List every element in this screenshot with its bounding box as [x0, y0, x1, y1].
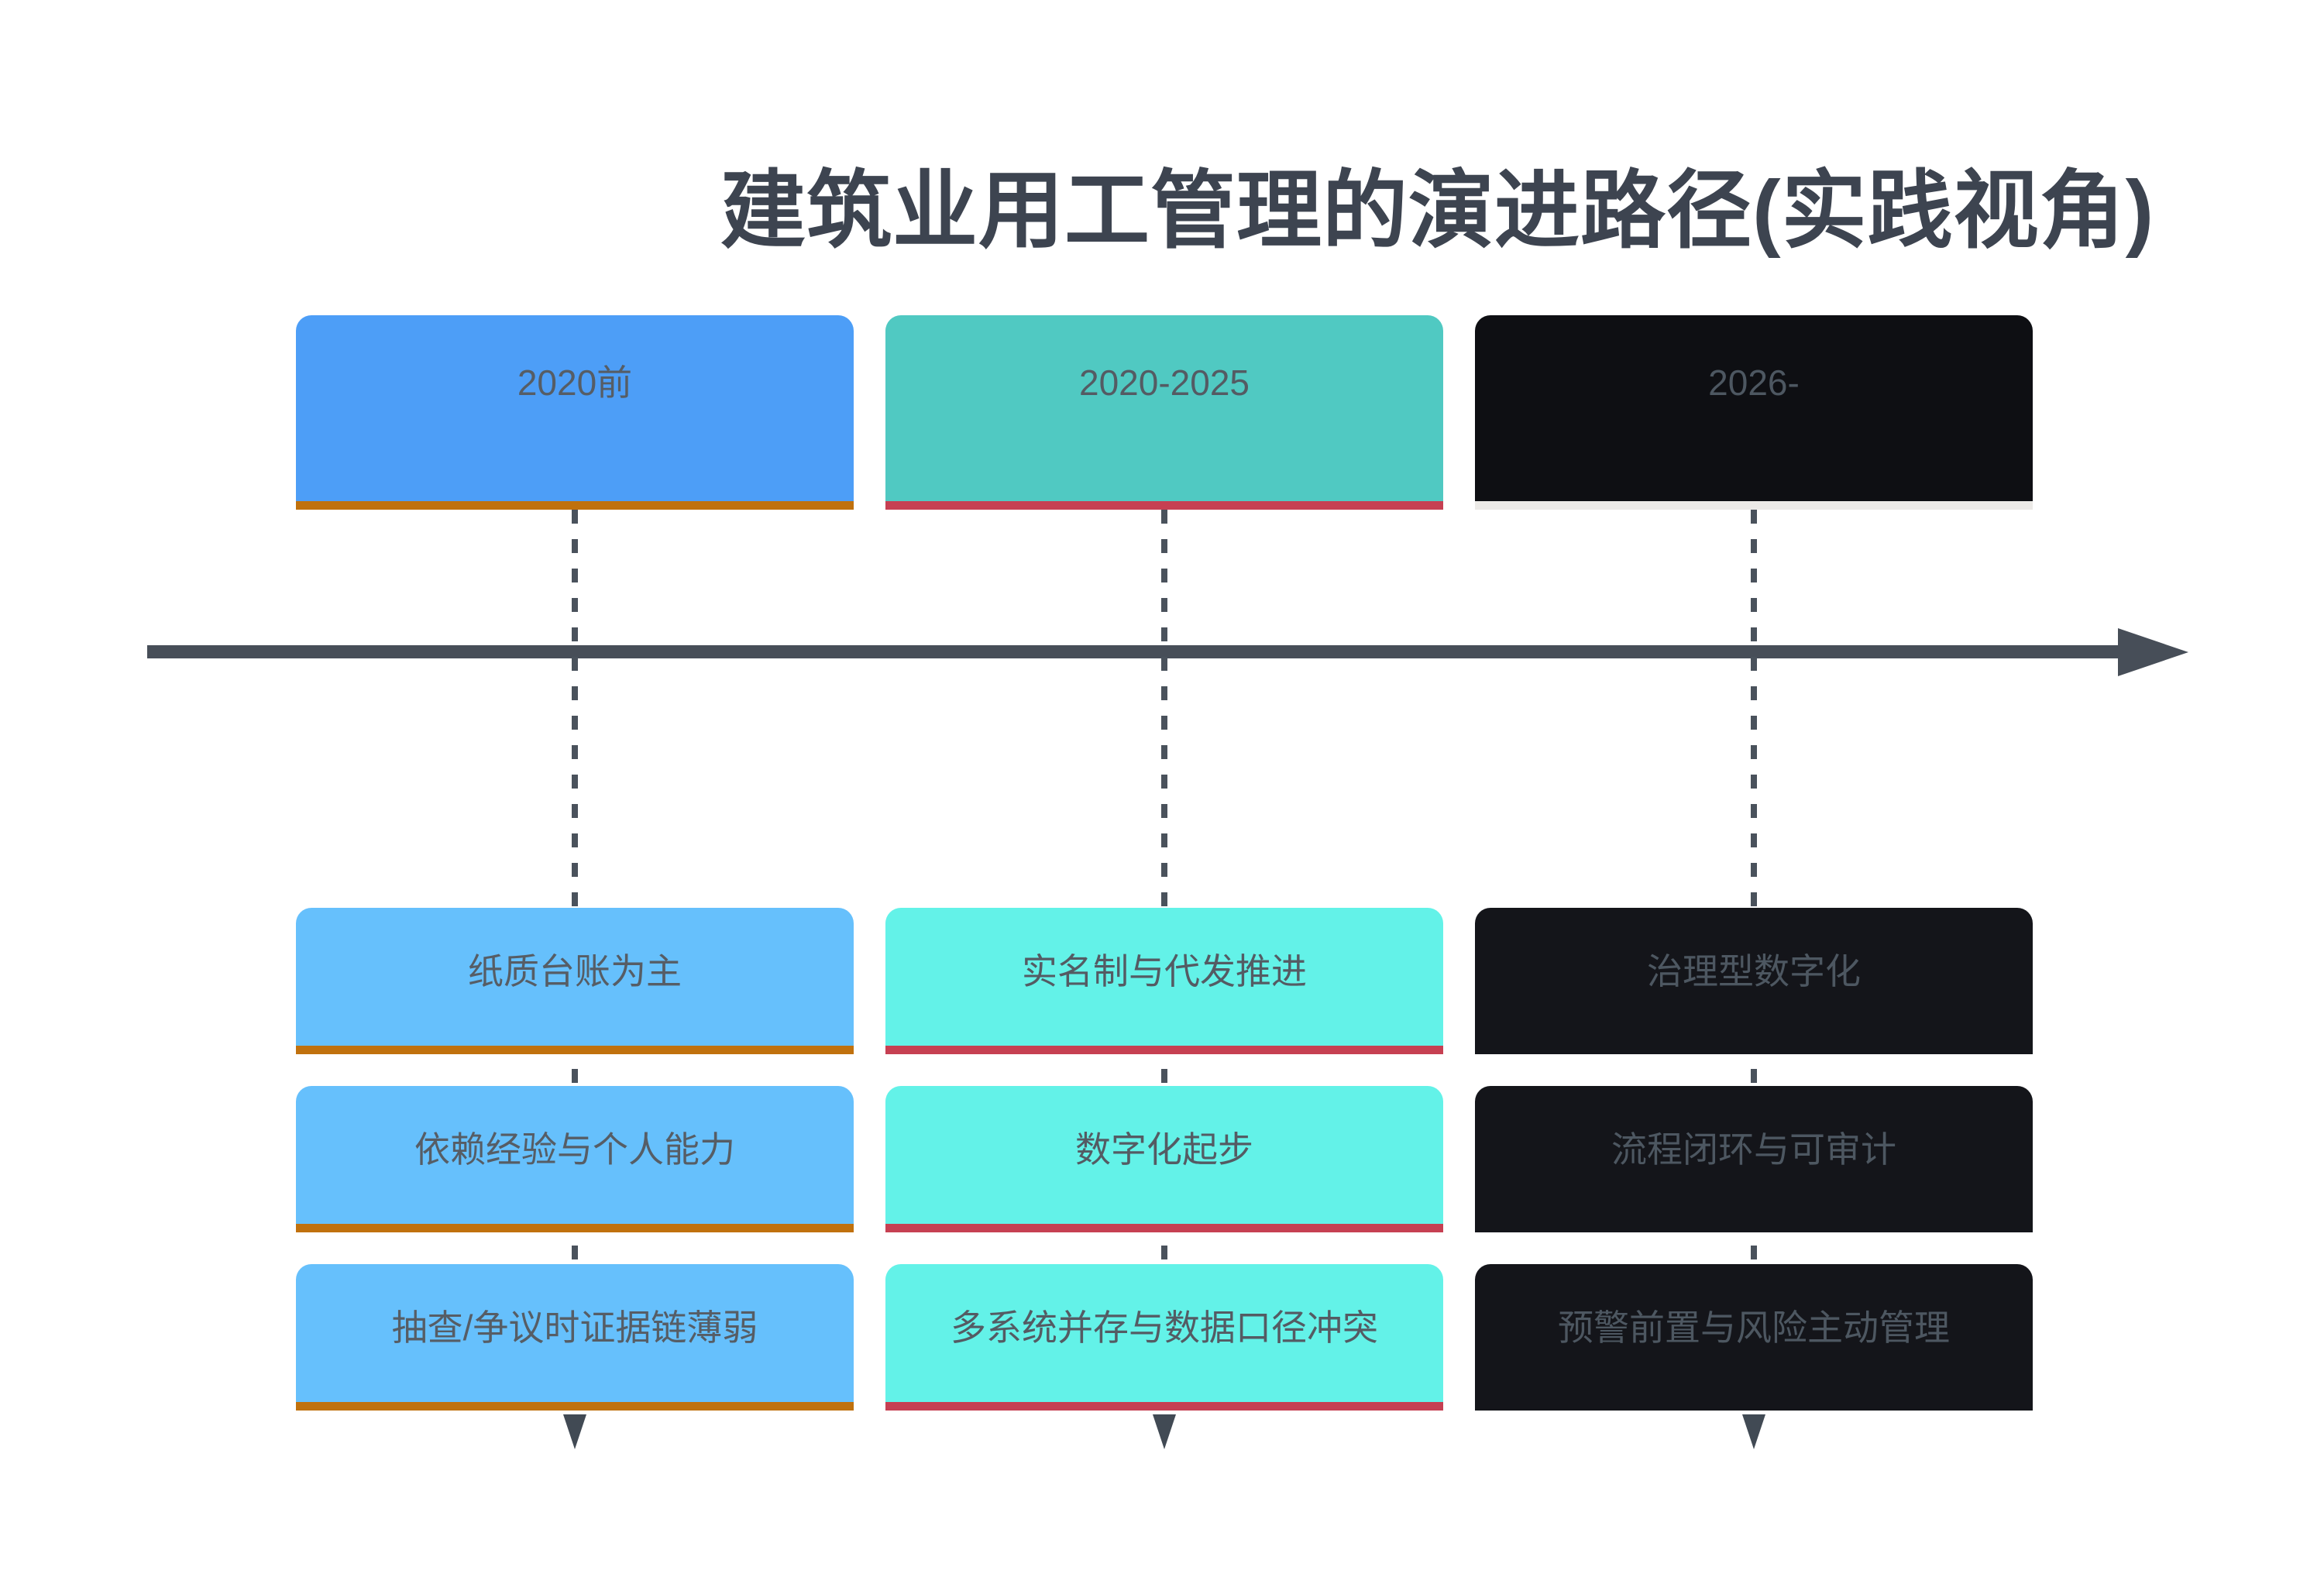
- period-label: 2020-2025: [1079, 363, 1250, 403]
- down-arrow-icon: [1153, 1414, 1176, 1449]
- item-box: 治理型数字化: [1475, 908, 2033, 1054]
- item-box: 抽查/争议时证据链薄弱: [296, 1264, 854, 1411]
- item-label: 依赖经验与个人能力: [414, 1129, 735, 1170]
- item-box: 数字化起步: [885, 1086, 1443, 1232]
- item-box: 预警前置与风险主动管理: [1475, 1264, 2033, 1411]
- item-label: 抽查/争议时证据链薄弱: [391, 1308, 758, 1348]
- item-label: 纸质台账为主: [468, 951, 682, 991]
- period-box: 2020-2025: [885, 315, 1443, 510]
- timeline-arrowhead-icon: [2118, 628, 2188, 676]
- period-label: 2020前: [517, 363, 633, 403]
- timeline-column-2026plus: 2026- 治理型数字化 流程闭环与可审计 预警前置与风险主动管理: [1475, 0, 2033, 1591]
- item-label: 流程闭环与可审计: [1611, 1129, 1896, 1170]
- timeline-column-2020-2025: 2020-2025 实名制与代发推进 数字化起步 多系统并存与数据口径冲突: [885, 0, 1443, 1591]
- item-box: 实名制与代发推进: [885, 908, 1443, 1054]
- item-box: 依赖经验与个人能力: [296, 1086, 854, 1232]
- period-label: 2026-: [1708, 363, 1800, 403]
- timeline-column-pre2020: 2020前 纸质台账为主 依赖经验与个人能力 抽查/争议时证据链薄弱: [296, 0, 854, 1591]
- timeline-axis: [147, 645, 2119, 658]
- page-title: 建筑业用工管理的演进路径(实践视角): [720, 163, 2155, 259]
- item-label: 多系统并存与数据口径冲突: [951, 1308, 1378, 1348]
- item-label: 实名制与代发推进: [1022, 951, 1307, 991]
- down-arrow-icon: [563, 1414, 586, 1449]
- item-box: 纸质台账为主: [296, 908, 854, 1054]
- period-box: 2020前: [296, 315, 854, 510]
- down-arrow-icon: [1742, 1414, 1765, 1449]
- item-box: 流程闭环与可审计: [1475, 1086, 2033, 1232]
- item-box: 多系统并存与数据口径冲突: [885, 1264, 1443, 1411]
- period-box: 2026-: [1475, 315, 2033, 510]
- item-label: 治理型数字化: [1647, 951, 1861, 991]
- item-label: 数字化起步: [1075, 1129, 1253, 1170]
- item-label: 预警前置与风险主动管理: [1558, 1308, 1950, 1348]
